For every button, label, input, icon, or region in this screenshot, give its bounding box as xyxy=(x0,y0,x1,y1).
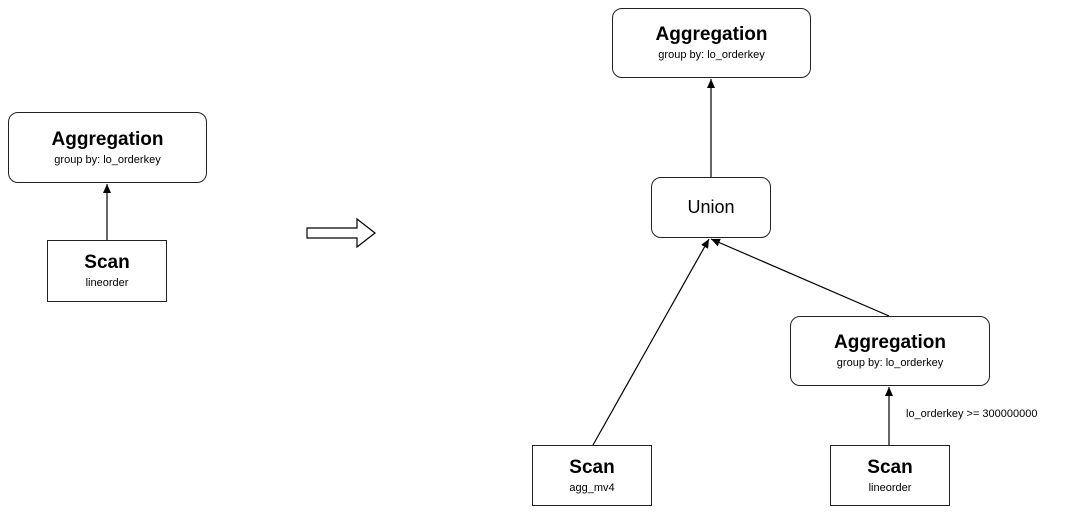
edge-scan-mv-to-union xyxy=(592,238,710,446)
scan-lineorder-node: Scan lineorder xyxy=(830,445,950,506)
left-aggregation-title: Aggregation xyxy=(51,128,164,150)
edge-mid-aggregation-to-union xyxy=(710,238,890,317)
scan-lineorder-title: Scan xyxy=(867,456,913,478)
top-aggregation-detail: group by: lo_orderkey xyxy=(658,49,765,61)
union-title: Union xyxy=(687,197,735,217)
mid-aggregation-node: Aggregation group by: lo_orderkey xyxy=(790,316,990,386)
left-aggregation-node: Aggregation group by: lo_orderkey xyxy=(8,112,207,183)
scan-mv-detail: agg_mv4 xyxy=(569,481,615,494)
top-aggregation-title: Aggregation xyxy=(655,24,768,45)
transform-arrow-icon xyxy=(306,217,376,249)
left-scan-title: Scan xyxy=(84,252,130,273)
scan-mv-node: Scan agg_mv4 xyxy=(532,445,652,506)
top-aggregation-node: Aggregation group by: lo_orderkey xyxy=(612,8,811,78)
left-scan-detail: lineorder xyxy=(85,277,129,289)
left-aggregation-detail: group by: lo_orderkey xyxy=(54,153,161,166)
scan-mv-title: Scan xyxy=(569,456,615,478)
scan-lineorder-detail: lineorder xyxy=(868,481,912,494)
union-node: Union xyxy=(651,177,771,238)
mid-aggregation-title: Aggregation xyxy=(834,332,946,353)
filter-label: lo_orderkey >= 300000000 xyxy=(906,408,1038,420)
mid-aggregation-detail: group by: lo_orderkey xyxy=(836,357,944,369)
left-scan-node: Scan lineorder xyxy=(47,240,167,302)
